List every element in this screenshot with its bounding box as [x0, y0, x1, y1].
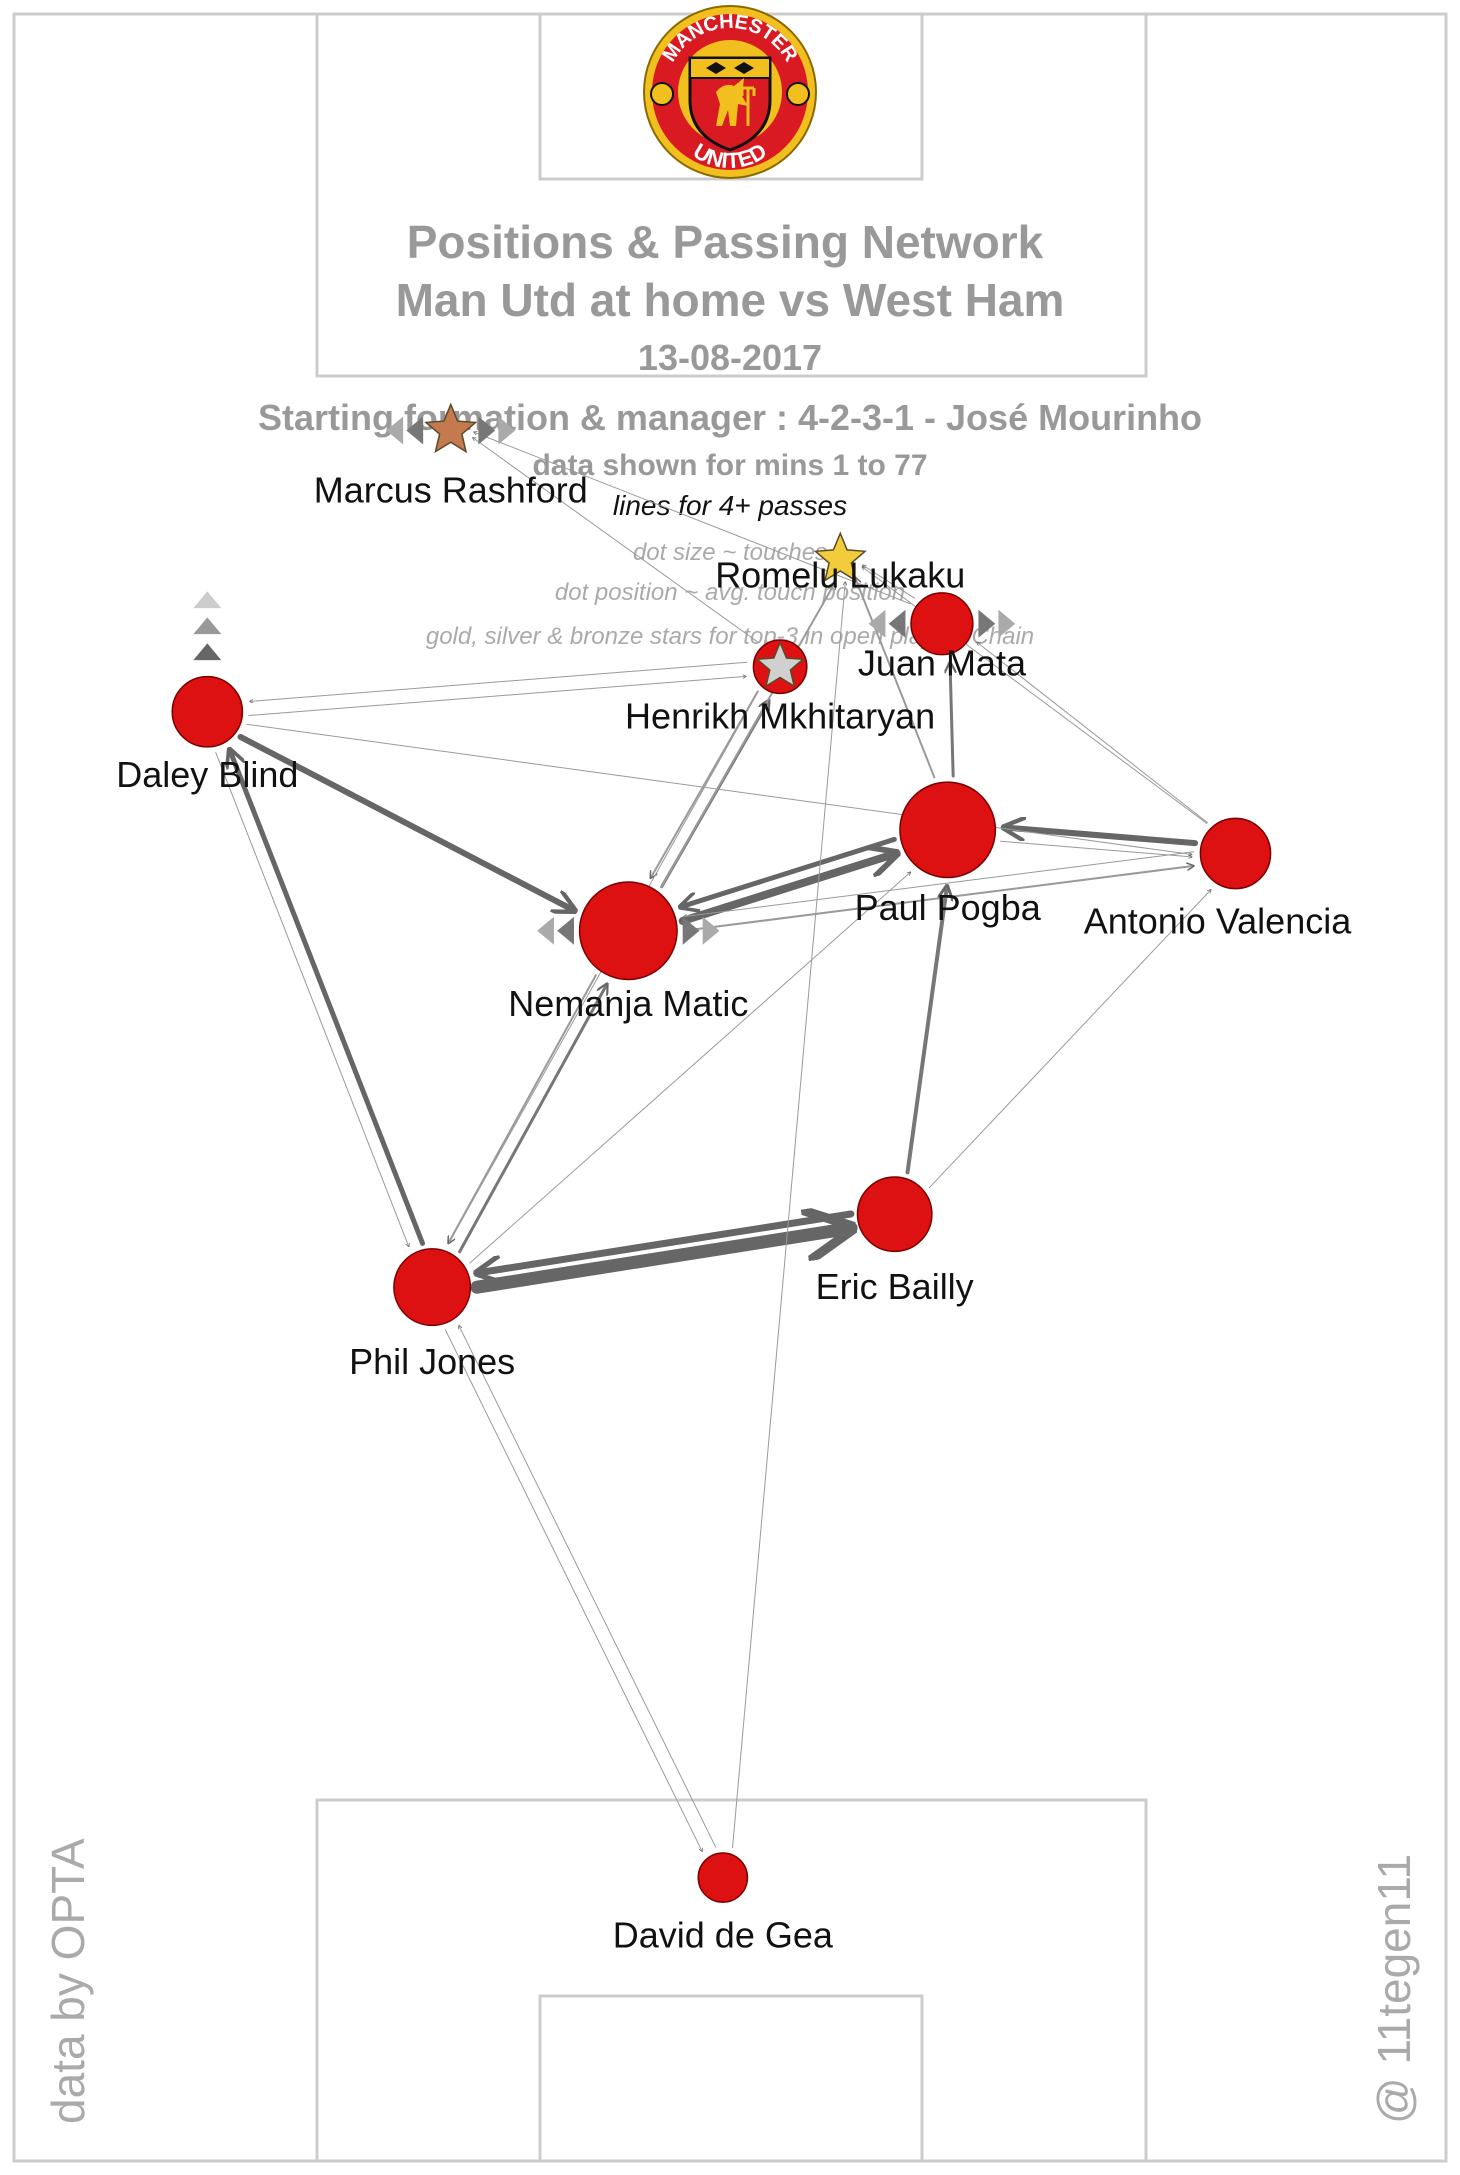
pass-line-paul-pogba-to-juan-mata [950, 660, 953, 778]
sub-marker-icon [682, 916, 700, 945]
pass-line-paul-pogba-to-nemanja-matic [680, 836, 897, 907]
player-node-daley-blind [171, 591, 244, 748]
sub-marker-icon [193, 617, 222, 635]
player-dot [1199, 817, 1272, 890]
player-dots [171, 402, 1272, 1903]
pass-line-nemanja-matic-to-romelu-lukaku [660, 582, 836, 888]
player-dot [578, 881, 678, 981]
title-line-2: Man Utd at home vs West Ham [396, 274, 1065, 326]
sub-marker-icon [537, 916, 554, 945]
player-node-nemanja-matic [537, 881, 720, 981]
title-line-1: Positions & Passing Network [407, 216, 1044, 268]
pass-line-daley-blind-to-henrikh-mkhitaryan [248, 676, 746, 717]
title-date: 13-08-2017 [638, 337, 822, 378]
player-label-daley-blind: Daley Blind [116, 754, 298, 795]
pass-line-juan-mata-to-marcus-rashford [474, 432, 911, 605]
pass-line-henrikh-mkhitaryan-to-daley-blind [250, 661, 748, 701]
player-node-henrikh-mkhitaryan [752, 639, 808, 695]
pass-lines [215, 432, 1211, 1851]
player-label-romelu-lukaku: Romelu Lukaku [715, 554, 965, 595]
sub-marker-icon [386, 416, 404, 445]
legend-dot-size: dot size ~ touches [633, 539, 827, 566]
sub-marker-icon [193, 591, 222, 609]
player-label-nemanja-matic: Nemanja Matic [508, 983, 748, 1024]
pass-line-eric-bailly-to-paul-pogba [905, 886, 947, 1175]
pass-line-paul-pogba-to-antonio-valencia [1000, 840, 1192, 857]
sub-marker-icon [702, 916, 720, 945]
player-node-antonio-valencia [1199, 817, 1272, 890]
sub-marker-icon [557, 916, 574, 945]
pass-line-antonio-valencia-to-nemanja-matic [684, 851, 1195, 917]
player-node-phil-jones [393, 1248, 472, 1327]
silver-star-icon [755, 640, 805, 688]
sub-marker-icon [193, 643, 222, 661]
pass-line-phil-jones-to-eric-bailly [470, 1228, 851, 1294]
player-dot [393, 1248, 472, 1327]
sub-marker-icon [978, 609, 996, 638]
pass-line-nemanja-matic-to-antonio-valencia [682, 866, 1194, 932]
gold-star-icon [813, 531, 867, 582]
player-label-eric-bailly: Eric Bailly [816, 1266, 974, 1307]
pass-line-phil-jones-to-daley-blind [230, 749, 426, 1246]
pass-line-phil-jones-to-paul-pogba [469, 872, 911, 1264]
pass-line-daley-blind-to-nemanja-matic [237, 733, 575, 911]
player-node-romelu-lukaku [813, 531, 867, 582]
sub-marker-icon [998, 609, 1016, 638]
sub-marker-icon [888, 609, 906, 638]
pass-line-nemanja-matic-to-phil-jones [448, 974, 597, 1243]
player-label-paul-pogba: Paul Pogba [855, 887, 1042, 928]
player-node-paul-pogba [899, 781, 997, 879]
pass-line-juan-mata-to-romelu-lukaku [863, 565, 916, 599]
player-dot [856, 1176, 933, 1253]
club-crest-logo: MANCHESTER UNITED [643, 5, 817, 179]
sub-marker-icon [406, 416, 424, 445]
subtitle-minutes: data shown for mins 1 to 77 [532, 449, 927, 482]
pass-line-henrikh-mkhitaryan-to-marcus-rashford [473, 438, 759, 643]
data-credit: data by OPTA [42, 1838, 94, 2124]
pass-line-david-de-gea-to-romelu-lukaku [732, 582, 846, 1849]
player-label-david-de-gea: David de Gea [613, 1915, 834, 1956]
player-label-phil-jones: Phil Jones [349, 1341, 515, 1382]
pass-line-phil-jones-to-david-de-gea [444, 1329, 702, 1851]
pass-line-daley-blind-to-antonio-valencia [246, 723, 1192, 854]
player-dot [899, 781, 997, 879]
player-label-henrikh-mkhitaryan: Henrikh Mkhitaryan [625, 696, 935, 737]
author-credit: @ 11tegen11 [1368, 1854, 1420, 2124]
subtitle-lines-note: lines for 4+ passes [613, 490, 847, 521]
player-label-marcus-rashford: Marcus Rashford [314, 470, 588, 511]
pass-line-eric-bailly-to-antonio-valencia [928, 890, 1211, 1189]
sub-marker-icon [868, 609, 886, 638]
sub-marker-icon [478, 416, 496, 445]
player-node-marcus-rashford [386, 402, 516, 454]
bronze-star-icon [424, 402, 478, 454]
player-label-antonio-valencia: Antonio Valencia [1084, 900, 1353, 941]
sub-marker-icon [498, 416, 516, 445]
pass-line-antonio-valencia-to-paul-pogba [1004, 827, 1199, 847]
pass-line-daley-blind-to-phil-jones [215, 752, 409, 1247]
pass-line-henrikh-mkhitaryan-to-nemanja-matic [651, 690, 759, 879]
player-dot [697, 1852, 749, 1903]
pass-line-nemanja-matic-to-paul-pogba [678, 853, 897, 925]
player-node-eric-bailly [856, 1176, 933, 1253]
bottom-six-yard-box [538, 1994, 924, 2163]
pass-line-david-de-gea-to-phil-jones [459, 1326, 717, 1848]
player-node-david-de-gea [697, 1852, 749, 1903]
pass-line-antonio-valencia-to-juan-mata [977, 642, 1208, 824]
pass-line-paul-pogba-to-romelu-lukaku [855, 577, 936, 779]
player-dot [910, 592, 974, 656]
player-label-juan-mata: Juan Mata [858, 643, 1027, 684]
player-dot [171, 675, 244, 748]
player-node-juan-mata [868, 592, 1016, 656]
pass-line-phil-jones-to-nemanja-matic [458, 984, 607, 1254]
